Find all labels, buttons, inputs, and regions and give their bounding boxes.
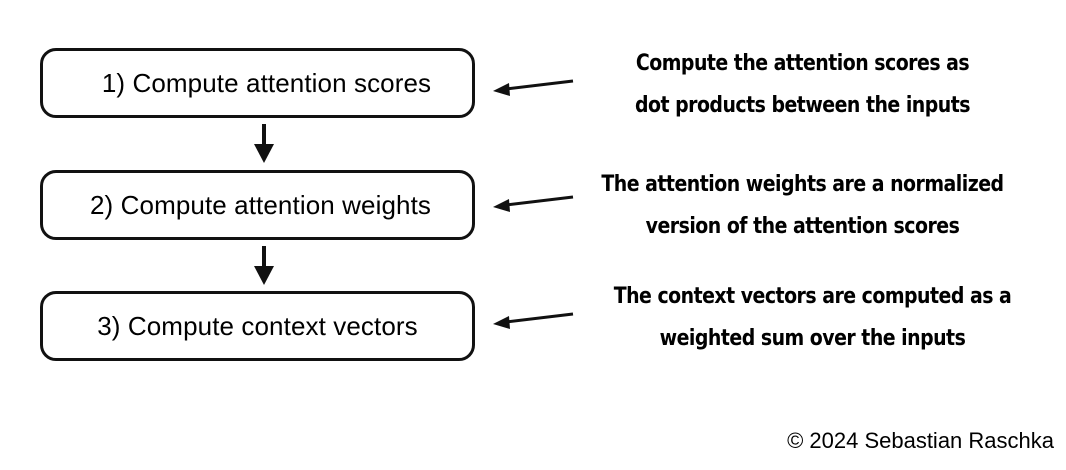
step-label: 1) Compute attention scores [101, 67, 432, 98]
left-arrow-icon [493, 79, 574, 96]
left-arrow-icon [493, 195, 574, 212]
left-arrow-icon [493, 312, 574, 329]
step-box-compute-attention-weights: 2) Compute attention weights [40, 170, 475, 240]
annotation-line: weighted sum over the inputs [659, 326, 966, 351]
annotation-line: version of the attention scores [645, 214, 960, 239]
annotation-line: The attention weights are a normalized [601, 172, 1004, 197]
down-arrow-icon [254, 124, 274, 163]
down-arrow-icon [254, 246, 274, 285]
step-box-compute-attention-scores: 1) Compute attention scores [40, 48, 475, 118]
step-label: 2) Compute attention weights [90, 189, 431, 220]
annotation-attention-weights: The attention weights are a normalized v… [594, 164, 1011, 248]
annotation-line: Compute the attention scores as [635, 51, 970, 76]
annotation-line: The context vectors are computed as a [613, 284, 1012, 309]
annotation-context-vectors: The context vectors are computed as a we… [604, 276, 1021, 360]
step-label: 3) Compute context vectors [97, 310, 418, 341]
annotation-attention-scores: Compute the attention scores as dot prod… [594, 43, 1011, 127]
copyright-notice: © 2024 Sebastian Raschka [787, 428, 1054, 453]
step-box-compute-context-vectors: 3) Compute context vectors [40, 291, 475, 361]
annotation-line: dot products between the inputs [635, 93, 971, 118]
